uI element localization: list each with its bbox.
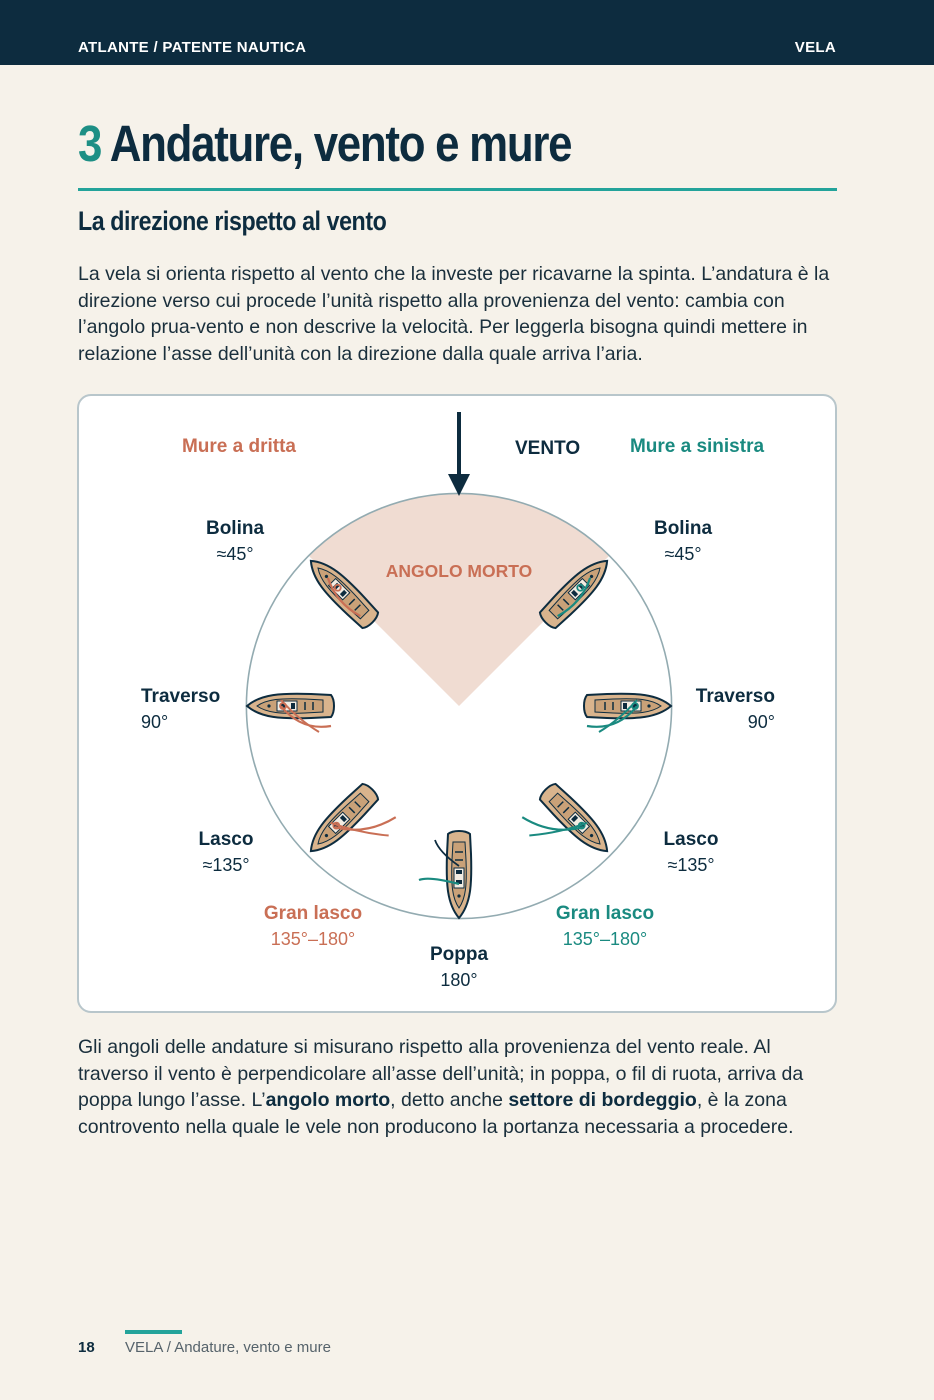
term-angolo-morto: angolo morto (265, 1089, 391, 1112)
boat-bolina-port (301, 551, 383, 633)
label-traverso-port: Traverso (141, 686, 220, 707)
term-settore-bordeggio: settore di bordeggio (508, 1089, 697, 1112)
port-tack-label: Mure a dritta (182, 436, 296, 457)
running-header: ATLANTE / PATENTE NAUTICA VELA (0, 0, 934, 65)
header-breadcrumb: ATLANTE / PATENTE NAUTICA (78, 39, 307, 56)
wind-label: VENTO (515, 438, 580, 459)
body-text-1: Gli angoli delle andature si misurano ri… (78, 1036, 804, 1112)
body-text-2: , detto anche (390, 1089, 509, 1112)
boat-bolina-starboard (535, 551, 617, 633)
label-gran-lasco-starboard: Gran lasco (556, 903, 654, 924)
boat-lasco-starboard (521, 779, 617, 861)
footer-running-title: VELA / Andature, vento e mure (125, 1339, 331, 1356)
angle-traverso-starboard: 90° (748, 712, 775, 732)
starboard-tack-label: Mure a sinistra (630, 436, 765, 457)
page-number: 18 (78, 1339, 95, 1356)
angle-lasco-port: ≈135° (202, 855, 249, 875)
header-section: VELA (794, 39, 836, 56)
intro-paragraph: La vela si orienta rispetto al vento che… (78, 263, 830, 365)
chapter-number: 3 (78, 115, 102, 172)
boat-traverso-port (246, 692, 335, 733)
section-title: La direzione rispetto al vento (78, 206, 387, 236)
label-gran-lasco-port: Gran lasco (264, 903, 362, 924)
angle-bolina-starboard: ≈45° (664, 544, 701, 564)
boat-poppa (418, 830, 473, 919)
chapter-title-text: Andature, vento e mure (109, 115, 573, 172)
label-traverso-starboard: Traverso (696, 686, 775, 707)
points-of-sail-diagram: VENTO Mure a dritta Mure a sinistra ANGO… (77, 394, 837, 1013)
diagram-svg: VENTO Mure a dritta Mure a sinistra ANGO… (141, 412, 775, 990)
angle-traverso-port: 90° (141, 712, 168, 732)
boat-traverso-starboard (583, 692, 672, 733)
label-lasco-port: Lasco (199, 829, 254, 850)
boat-lasco-port (301, 779, 397, 861)
label-bolina-starboard: Bolina (654, 518, 712, 539)
angle-gran-lasco-port: 135°–180° (271, 929, 355, 949)
body-paragraph: Gli angoli delle andature si misurano ri… (78, 1034, 838, 1140)
angle-bolina-port: ≈45° (216, 544, 253, 564)
dead-zone-label: ANGOLO MORTO (386, 561, 532, 581)
dead-zone-sector (308, 493, 610, 706)
label-poppa: Poppa (430, 944, 488, 965)
angle-gran-lasco-starboard: 135°–180° (563, 929, 647, 949)
body-text-3: , è la zona controvento nella quale le v… (78, 1089, 794, 1138)
footer-accent (125, 1330, 182, 1334)
angle-lasco-starboard: ≈135° (667, 855, 714, 875)
label-bolina-port: Bolina (206, 518, 264, 539)
angle-poppa: 180° (440, 970, 477, 990)
wind-arrow (448, 412, 470, 496)
label-lasco-starboard: Lasco (664, 829, 719, 850)
title-divider (78, 188, 837, 191)
